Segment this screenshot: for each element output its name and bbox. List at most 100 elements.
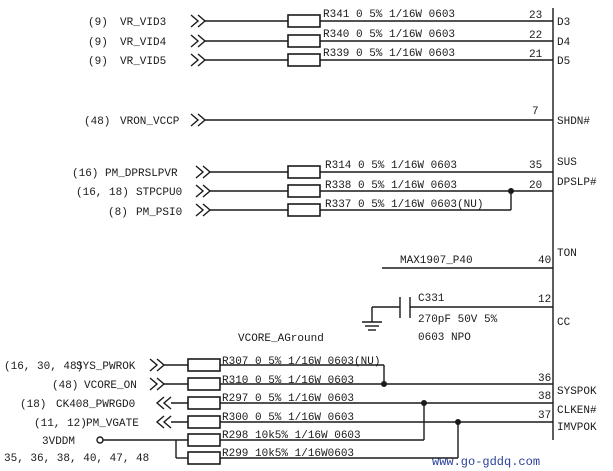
offpage-arrow-icon — [190, 34, 207, 48]
pin-name: D5 — [557, 56, 570, 68]
pin-number: 7 — [532, 106, 539, 118]
signal-ref: (8) — [108, 207, 128, 219]
offpage-arrow-icon — [149, 377, 166, 391]
pin-name: CC — [557, 317, 571, 329]
resistor-label: R341 0 5% 1/16W 0603 — [323, 9, 455, 21]
resistor-r340-icon — [287, 34, 321, 48]
pin-number: 36 — [538, 373, 551, 385]
net-vr-vid3: (9) VR_VID3 R341 0 5% 1/16W 0603 23 D3 — [88, 9, 570, 29]
power-terminal-icon — [96, 436, 104, 444]
cap-ref: C331 — [418, 293, 445, 305]
pin-number: 21 — [529, 49, 543, 61]
net-ton: MAX1907_P40 40 TON — [382, 248, 577, 269]
signal-ref: (48) — [84, 116, 110, 128]
net-ck408-pwrgd0: (18) CK408_PWRGD0 R297 0 5% 1/16W 0603 3… — [20, 391, 597, 440]
junction-dot-icon — [381, 381, 387, 387]
pin-number: 35 — [529, 160, 542, 172]
net-vr-vid5: (9) VR_VID5 R339 0 5% 1/16W 0603 21 D5 — [88, 48, 570, 68]
signal-ref: (9) — [88, 56, 108, 68]
offpage-arrow-icon — [195, 203, 212, 217]
resistor-r314-icon — [287, 165, 321, 179]
pin-name: SHDN# — [557, 116, 590, 128]
signal-name: VCORE_ON — [84, 380, 137, 392]
resistor-label: R339 0 5% 1/16W 0603 — [323, 48, 455, 60]
resistor-label: R340 0 5% 1/16W 0603 — [323, 29, 455, 41]
signal-name: CK408_PWRGD0 — [56, 399, 135, 411]
resistor-label: R297 0 5% 1/16W 0603 — [222, 393, 354, 405]
offpage-arrow-icon — [190, 53, 207, 67]
pin-number: 12 — [538, 294, 551, 306]
signal-name: PM_DPRSLPVR — [105, 168, 178, 180]
resistor-r310-icon — [187, 377, 221, 391]
signal-name: VR_VID3 — [120, 17, 166, 29]
resistor-r337-icon — [287, 203, 321, 217]
offpage-arrow-icon — [155, 415, 172, 429]
pin-name: DPSLP# — [557, 177, 597, 189]
signal-name: STPCPU0 — [136, 187, 182, 199]
resistor-label: R300 0 5% 1/16W 0603 — [222, 412, 354, 424]
signal-name: SYS_PWROK — [76, 361, 136, 373]
resistor-r300-icon — [187, 415, 221, 429]
power-net-name: 3VDDM — [42, 436, 75, 448]
offpage-arrow-icon — [195, 184, 212, 198]
pin-name: D4 — [557, 37, 571, 49]
net-vr-vid4: (9) VR_VID4 R340 0 5% 1/16W 0603 22 D4 — [88, 29, 571, 49]
resistor-label: R337 0 5% 1/16W 0603(NU) — [325, 199, 483, 211]
net-pm-psi0: (8) PM_PSI0 R337 0 5% 1/16W 0603(NU) — [108, 199, 511, 219]
net-3vddm: 3VDDM 35, 36, 38, 40, 47, 48 R298 10k5% … — [4, 430, 458, 465]
signal-ref: (18) — [20, 399, 46, 411]
resistor-r338-icon — [287, 184, 321, 198]
resistor-r299-icon — [187, 451, 221, 465]
pin-number: 23 — [529, 10, 542, 22]
pin-name: SUS — [557, 157, 577, 169]
offpage-arrow-icon — [190, 14, 207, 28]
offpage-arrow-icon — [155, 396, 172, 410]
resistor-label: R338 0 5% 1/16W 0603 — [325, 180, 457, 192]
signal-ref: (11, 12) — [34, 418, 87, 430]
resistor-r307-icon — [187, 358, 221, 372]
cap-value: 270pF 50V 5% — [418, 314, 498, 326]
resistor-r298-icon — [187, 433, 221, 447]
signal-ref: (16, 18) — [76, 187, 129, 199]
net-pm-vgate: (11, 12) PM_VGATE R300 0 5% 1/16W 0603 3… — [34, 410, 597, 458]
offpage-arrow-icon — [190, 113, 207, 127]
ground-label: VCORE_AGround — [238, 333, 324, 345]
pin-number: 22 — [529, 30, 542, 42]
resistor-label: R310 0 5% 1/16W 0603 — [222, 375, 354, 387]
signal-name: VR_VID4 — [120, 37, 167, 49]
offpage-arrow-icon — [149, 358, 166, 372]
offpage-arrow-icon — [195, 165, 212, 179]
signal-ref: (16, 30, 48) — [4, 361, 83, 373]
signal-name: PM_VGATE — [86, 418, 139, 430]
net-sys-pwrok: (16, 30, 48) SYS_PWROK R307 0 5% 1/16W 0… — [4, 356, 385, 384]
net-vron-vccp: (48) VRON_VCCP 7 SHDN# — [84, 106, 590, 128]
pin-number: 38 — [538, 391, 551, 403]
resistor-label: R299 10k5% 1/16W0603 — [222, 448, 354, 460]
pin-name: CLKEN# — [557, 405, 597, 417]
pin-number: 20 — [529, 180, 542, 192]
ton-net-label: MAX1907_P40 — [400, 255, 473, 267]
net-cc: C331 270pF 50V 5% 0603 NPO VCORE_AGround… — [238, 293, 571, 345]
net-stpcpu0: (16, 18) STPCPU0 R338 0 5% 1/16W 0603 20… — [76, 177, 597, 210]
resistor-r297-icon — [187, 396, 221, 410]
signal-name: VR_VID5 — [120, 56, 166, 68]
net-vcore-on: (48) VCORE_ON R310 0 5% 1/16W 0603 36 SY… — [52, 373, 597, 398]
signal-ref: (16) — [72, 168, 98, 180]
pin-name: IMVPOK — [557, 422, 597, 434]
pin-number: 40 — [538, 255, 551, 267]
pin-number: 37 — [538, 410, 551, 422]
resistor-r341-icon — [287, 14, 321, 28]
signal-ref: (9) — [88, 37, 108, 49]
resistor-label: R298 10k5% 1/16W 0603 — [222, 430, 361, 442]
signal-name: VRON_VCCP — [120, 116, 180, 128]
signal-ref: (9) — [88, 17, 108, 29]
signal-ref: (48) — [52, 380, 78, 392]
signal-name: PM_PSI0 — [136, 207, 182, 219]
pin-name: D3 — [557, 17, 570, 29]
resistor-label: R307 0 5% 1/16W 0603(NU) — [222, 356, 380, 368]
net-pm-dprslpvr: (16) PM_DPRSLPVR R314 0 5% 1/16W 0603 35… — [72, 157, 577, 180]
cap-type: 0603 NPO — [418, 332, 471, 344]
resistor-r339-icon — [287, 53, 321, 67]
pin-name: TON — [557, 248, 577, 260]
